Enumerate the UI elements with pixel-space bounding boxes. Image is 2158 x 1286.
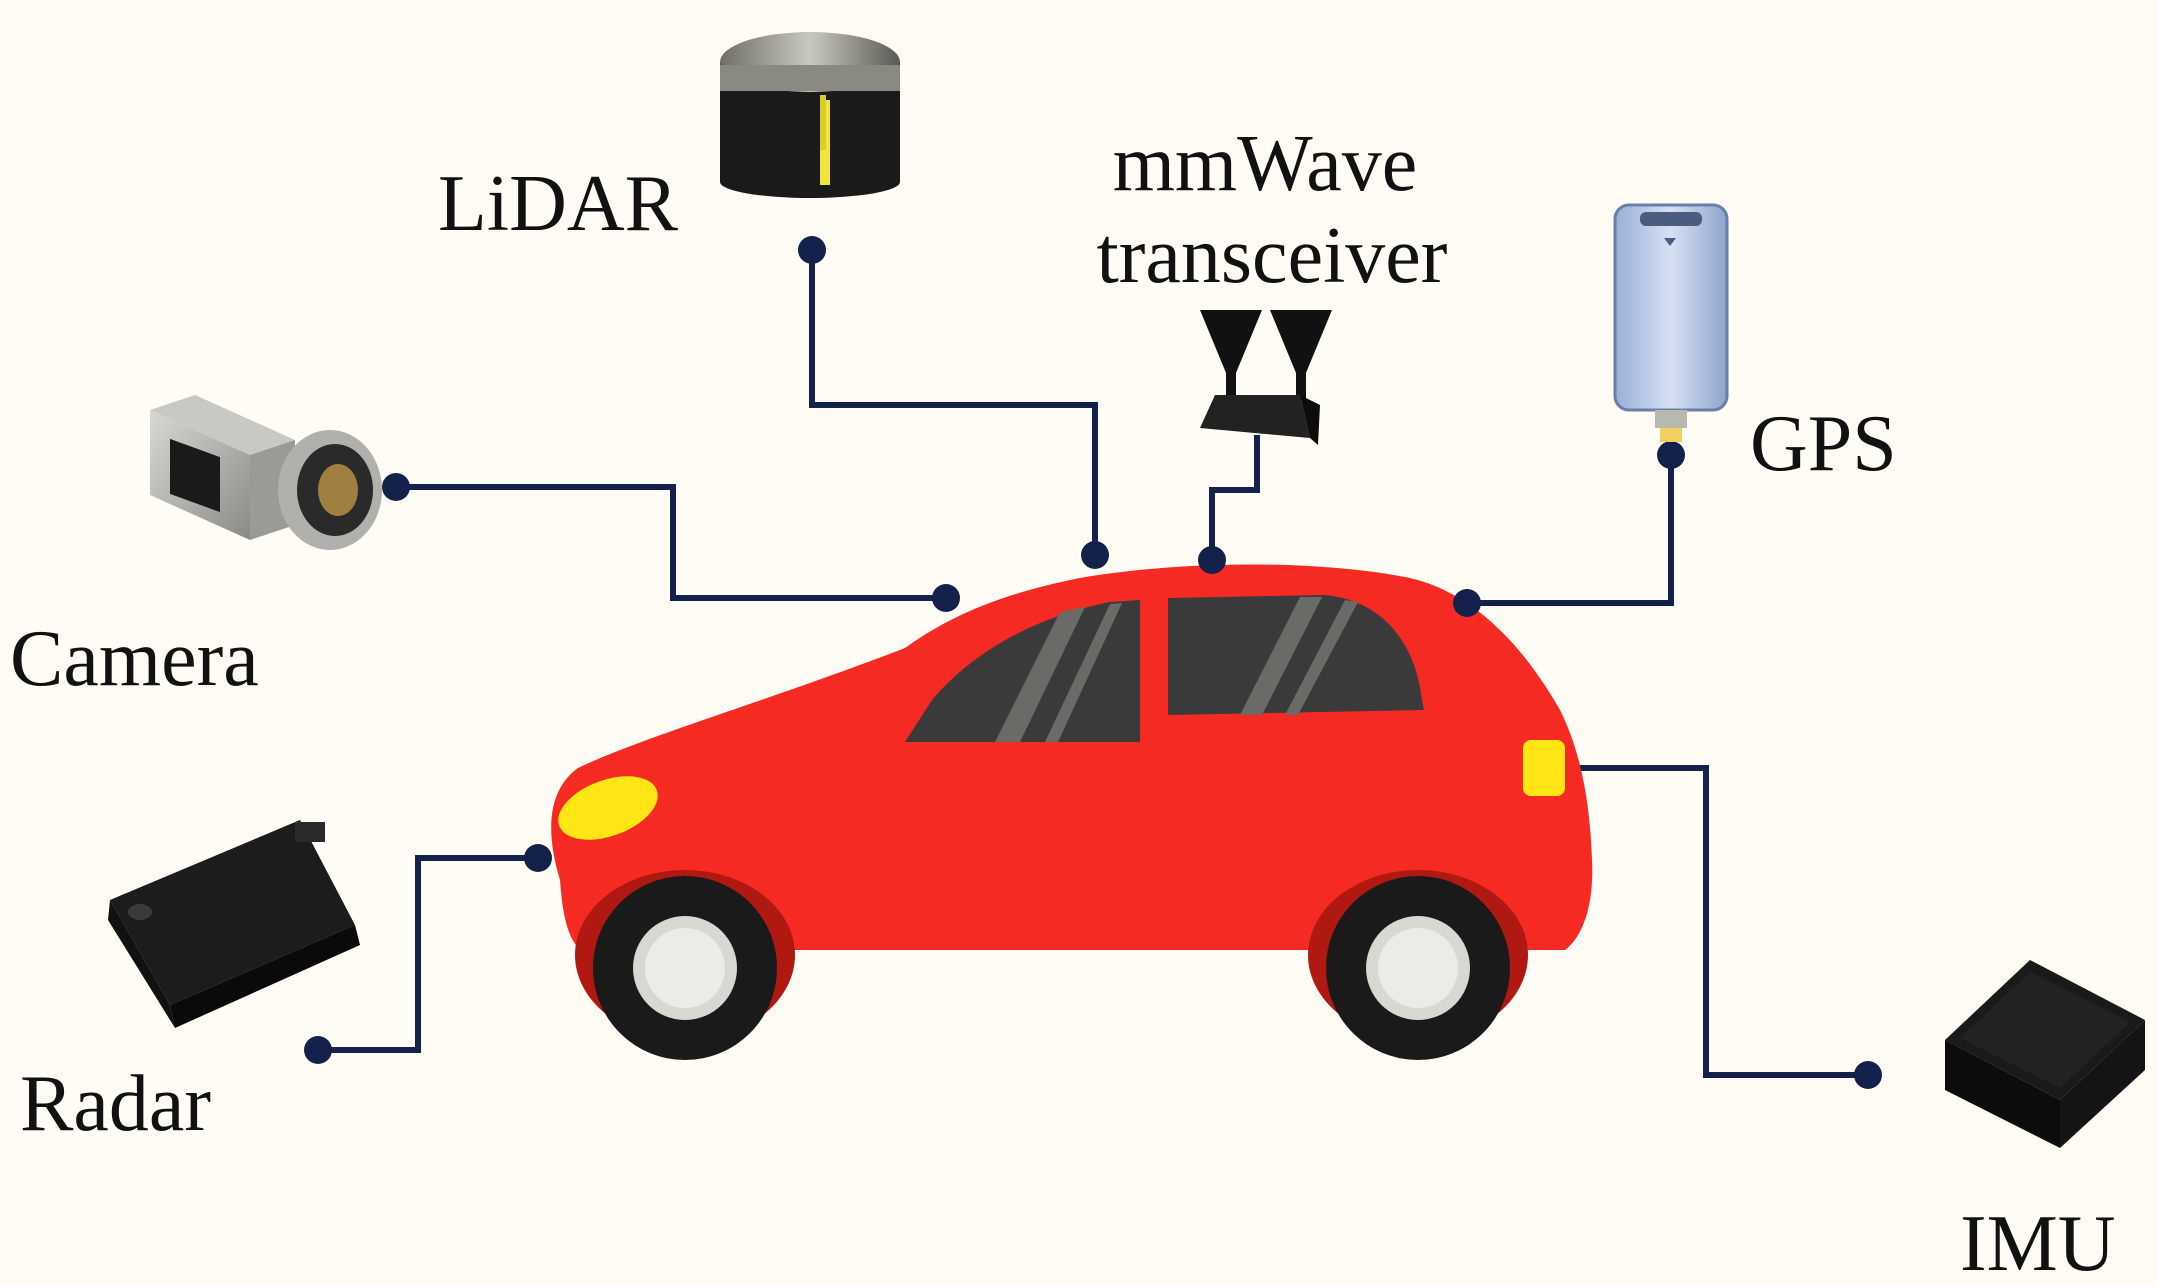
radar-connector — [318, 855, 538, 1053]
radar-sensor-icon — [108, 820, 360, 1028]
lidar-sensor-icon — [720, 32, 900, 198]
camera-connector — [396, 484, 946, 601]
gps-receiver-icon — [1613, 203, 1729, 442]
imu-box-icon — [1945, 960, 2145, 1148]
camera-icon — [150, 395, 382, 550]
window-reflection-1 — [995, 607, 1085, 742]
label-radar: Radar — [20, 1060, 211, 1148]
lidar-connector — [809, 250, 1098, 555]
imu-connector — [1565, 765, 1868, 1078]
gps-dot-sensor — [1657, 441, 1685, 469]
gps-connector — [1467, 455, 1674, 606]
mmwave-connector — [1209, 435, 1260, 560]
connector-dots — [304, 236, 1882, 1089]
gps-dot-car — [1453, 589, 1481, 617]
tail-light — [1523, 740, 1565, 796]
window-reflection-4 — [1285, 600, 1358, 715]
radar-dot-car — [524, 844, 552, 872]
label-gps: GPS — [1750, 400, 1897, 488]
antenna-icon — [1200, 310, 1332, 445]
headlight — [558, 776, 658, 840]
window-reflection-3 — [1240, 597, 1322, 715]
radar-dot-sensor — [304, 1036, 332, 1064]
label-camera: Camera — [10, 615, 259, 703]
wheel-front — [1326, 876, 1510, 1060]
window-reflection-2 — [1045, 603, 1122, 742]
label-imu: IMU — [1960, 1200, 2116, 1286]
label-lidar: LiDAR — [438, 160, 679, 248]
camera-dot-sensor — [382, 473, 410, 501]
lidar-dot-car — [1081, 541, 1109, 569]
lidar-dot-sensor — [798, 236, 826, 264]
camera-dot-car — [932, 584, 960, 612]
car-front-window — [1168, 595, 1424, 715]
sensor-labels: LiDAR mmWave transceiver GPS Camera Rada… — [10, 120, 2116, 1286]
imu-dot-sensor — [1854, 1061, 1882, 1089]
mmwave-dot-car — [1198, 546, 1226, 574]
car-icon — [551, 564, 1593, 1060]
connector-lines — [318, 250, 1868, 1078]
label-mmwave-line2: transceiver — [1097, 212, 1448, 300]
wheel-rear — [593, 876, 777, 1060]
car-rear-window — [905, 600, 1140, 742]
label-mmwave-line1: mmWave — [1113, 120, 1418, 208]
